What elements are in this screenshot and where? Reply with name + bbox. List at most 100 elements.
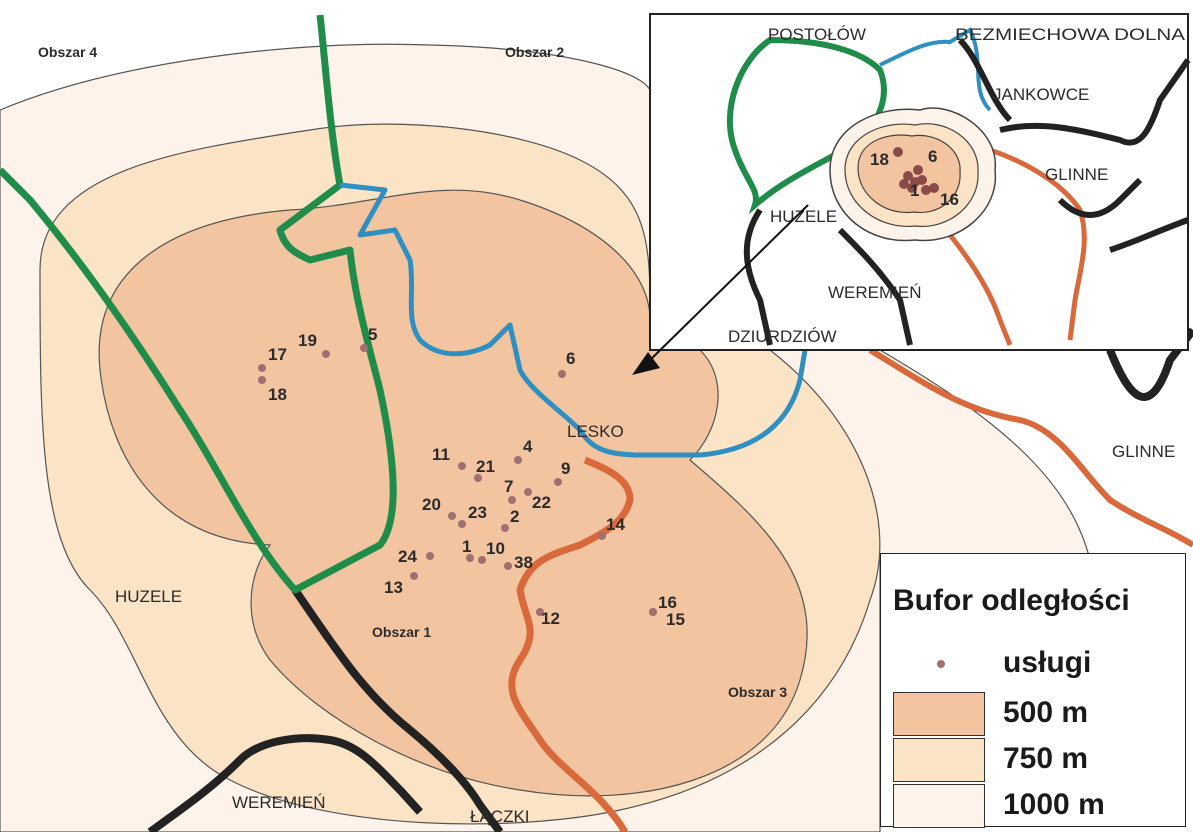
- road-weremien: [147, 734, 423, 832]
- inset-place-label: JANKOWCE: [993, 85, 1089, 104]
- service-point-icon: [937, 660, 945, 668]
- service-point-label: 17: [268, 345, 287, 364]
- service-point: [258, 376, 266, 384]
- inset-service-point: [913, 165, 923, 175]
- area-label: Obszar 3: [728, 684, 787, 700]
- service-point-label: 13: [384, 578, 403, 597]
- service-point: [598, 532, 606, 540]
- service-point-label: 24: [398, 547, 417, 566]
- service-point: [360, 344, 368, 352]
- area-label: Obszar 1: [372, 624, 431, 640]
- area-label: Obszar 2: [505, 44, 564, 60]
- buffer-1000m-swatch: [893, 784, 985, 828]
- legend-item-label: 1000 m: [1003, 788, 1105, 821]
- service-points-layer: [258, 344, 657, 616]
- service-point-label: 9: [561, 459, 570, 478]
- inset-service-point: [899, 179, 909, 189]
- service-point: [508, 496, 516, 504]
- buffer-750m-swatch: [893, 738, 985, 782]
- inset-point-label: 6: [928, 147, 937, 166]
- service-point: [649, 608, 657, 616]
- service-point-label: 16: [658, 593, 677, 612]
- inset-service-point: [917, 175, 927, 185]
- service-point-label: 6: [566, 349, 575, 368]
- legend-item-label: 500 m: [1003, 696, 1089, 729]
- inset-blue-line: [879, 27, 992, 112]
- inset-place-label: POSTOŁÓW: [768, 25, 866, 44]
- inset-place-label: DZIURDZIÓW: [728, 327, 837, 346]
- service-point-label: 1: [462, 537, 471, 556]
- orange-boundary-line-east: [868, 347, 1193, 548]
- area-label: Obszar 4: [38, 44, 97, 60]
- place-label: GLINNE: [1112, 442, 1175, 461]
- inset-service-point: [893, 147, 903, 157]
- service-point: [504, 562, 512, 570]
- legend-item-services: usługi: [893, 642, 1183, 688]
- buffer-500m-swatch: [893, 692, 985, 736]
- legend-item-1000m: 1000 m: [893, 784, 1183, 830]
- service-point-label: 10: [486, 539, 505, 558]
- service-point-label: 22: [532, 493, 551, 512]
- service-point: [410, 572, 418, 580]
- inset-roads: [743, 37, 1191, 346]
- service-point-label: 18: [268, 385, 287, 404]
- inset-green-line: [726, 36, 887, 215]
- legend-item-label: usługi: [1003, 646, 1092, 679]
- inset-point-label: 1: [910, 181, 919, 200]
- service-point: [554, 478, 562, 486]
- legend-item-750m: 750 m: [893, 738, 1183, 784]
- legend-item-500m: 500 m: [893, 692, 1183, 738]
- service-point-label: 11: [432, 445, 450, 464]
- road-glinne: [1106, 327, 1193, 401]
- service-point: [258, 364, 266, 372]
- inset-service-point: [907, 183, 917, 193]
- service-point-label: 38: [514, 553, 533, 572]
- inset-orange-line: [948, 147, 1087, 346]
- service-point: [458, 462, 466, 470]
- service-point: [478, 556, 486, 564]
- service-point-label: 23: [468, 503, 487, 522]
- service-point: [514, 456, 522, 464]
- service-point-label: 12: [541, 609, 560, 628]
- service-point: [322, 350, 330, 358]
- inset-place-label: WEREMIEŃ: [828, 283, 922, 302]
- road-main: [291, 587, 504, 832]
- inset-point-label: 16: [940, 190, 959, 209]
- service-point: [501, 524, 509, 532]
- inset-point-label: 18: [870, 150, 889, 169]
- service-point-label: 20: [422, 495, 441, 514]
- service-point: [474, 474, 482, 482]
- legend: Bufor odległości usługi 500 m 750 m 1000…: [880, 553, 1186, 830]
- inset-pointer-line: [644, 204, 809, 366]
- green-boundary-line: [0, 14, 397, 594]
- service-point: [458, 520, 466, 528]
- orange-boundary-line: [508, 456, 634, 832]
- service-point-label: 7: [504, 477, 513, 496]
- inset-service-point: [929, 183, 939, 193]
- service-point-label: 2: [510, 507, 519, 526]
- inset-points-layer: [893, 147, 939, 195]
- legend-item-label: 750 m: [1003, 742, 1089, 775]
- service-point: [426, 552, 434, 560]
- service-point-label: 5: [368, 325, 377, 344]
- inset-place-label: HUZELE: [770, 207, 837, 226]
- buffer-500m: [98, 189, 808, 797]
- service-point-label: 15: [666, 610, 685, 629]
- inset-place-label: GLINNE: [1045, 165, 1108, 184]
- service-point: [558, 370, 566, 378]
- inset-pointer-arrowhead: [632, 352, 660, 375]
- place-label: ŁĄCZKI: [470, 807, 530, 826]
- legend-title: Bufor odległości: [893, 584, 1130, 617]
- service-point-label: 21: [476, 457, 495, 476]
- service-point: [524, 488, 532, 496]
- service-point: [466, 554, 474, 562]
- service-point: [448, 512, 456, 520]
- service-point: [536, 608, 544, 616]
- place-label: HUZELE: [115, 587, 182, 606]
- service-point-label: 19: [298, 331, 317, 350]
- service-point-label: 14: [606, 515, 625, 534]
